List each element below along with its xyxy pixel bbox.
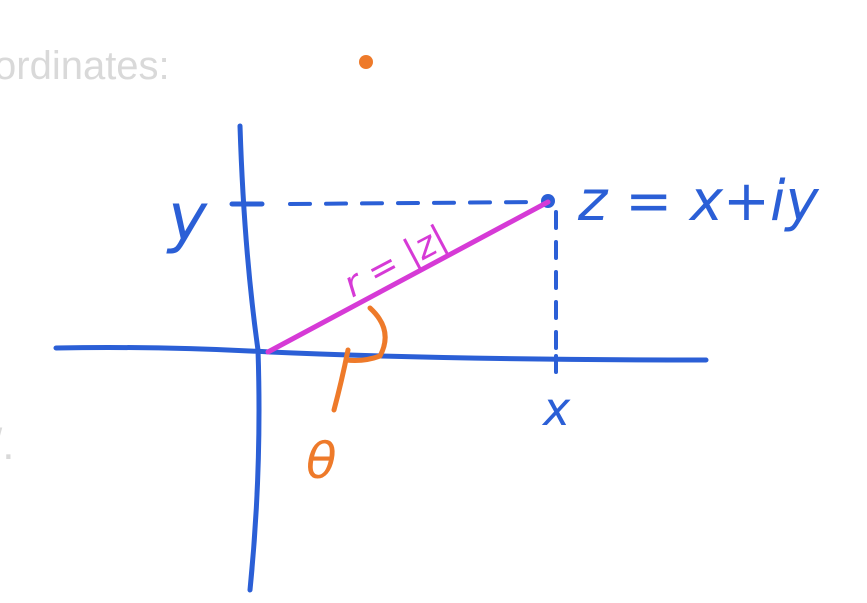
y-axis [237, 123, 262, 593]
angle-arc [343, 305, 388, 363]
slide-heading-fragment: ordinates: [0, 44, 170, 88]
horizontal-dashed-projection [288, 200, 542, 206]
radius-label: r = |z| [337, 218, 454, 306]
y-axis-label: y [166, 179, 208, 256]
pointer-dot [359, 55, 373, 69]
x-axis-label: x [541, 382, 571, 436]
x-axis [53, 345, 709, 363]
point-label: z = x+iy [577, 169, 820, 234]
slide-text-fragment: /. [0, 420, 15, 469]
radius-line [265, 199, 551, 355]
angle-pointer [331, 347, 351, 413]
angle-label: θ [306, 432, 337, 490]
